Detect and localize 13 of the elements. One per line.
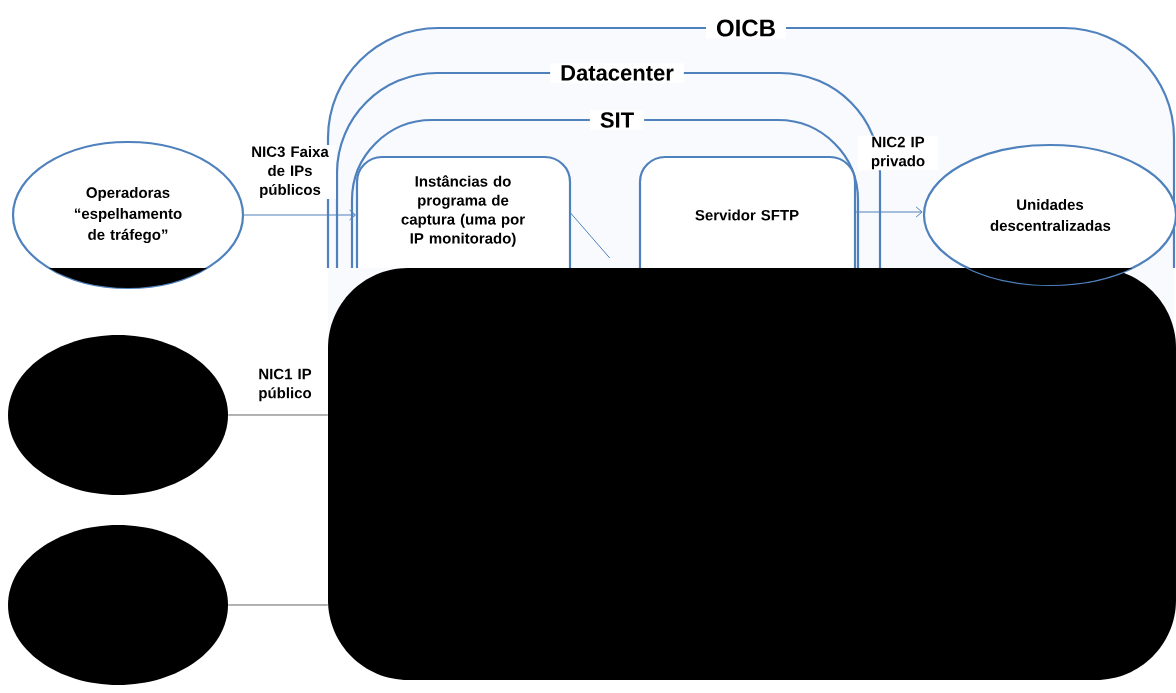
connector — [243, 209, 357, 221]
connector — [227, 414, 329, 416]
ellipse-node: Operadoras “espelhamento de tráfego” — [11, 140, 245, 290]
process-box: Servidor SFTP — [638, 155, 857, 270]
connector — [569, 211, 611, 259]
filled-ellipse — [8, 525, 228, 685]
filled-ellipse — [8, 335, 228, 495]
edge-label: NIC3 Faixa de IPs públicos — [244, 145, 336, 199]
connector — [227, 604, 329, 606]
edge-label: NIC2 IP privado — [858, 135, 938, 171]
edge-label: NIC1 IP público — [245, 367, 325, 403]
process-box: Instâncias do programa de captura (uma por IP monitorado) — [355, 155, 572, 270]
connector — [854, 206, 923, 218]
